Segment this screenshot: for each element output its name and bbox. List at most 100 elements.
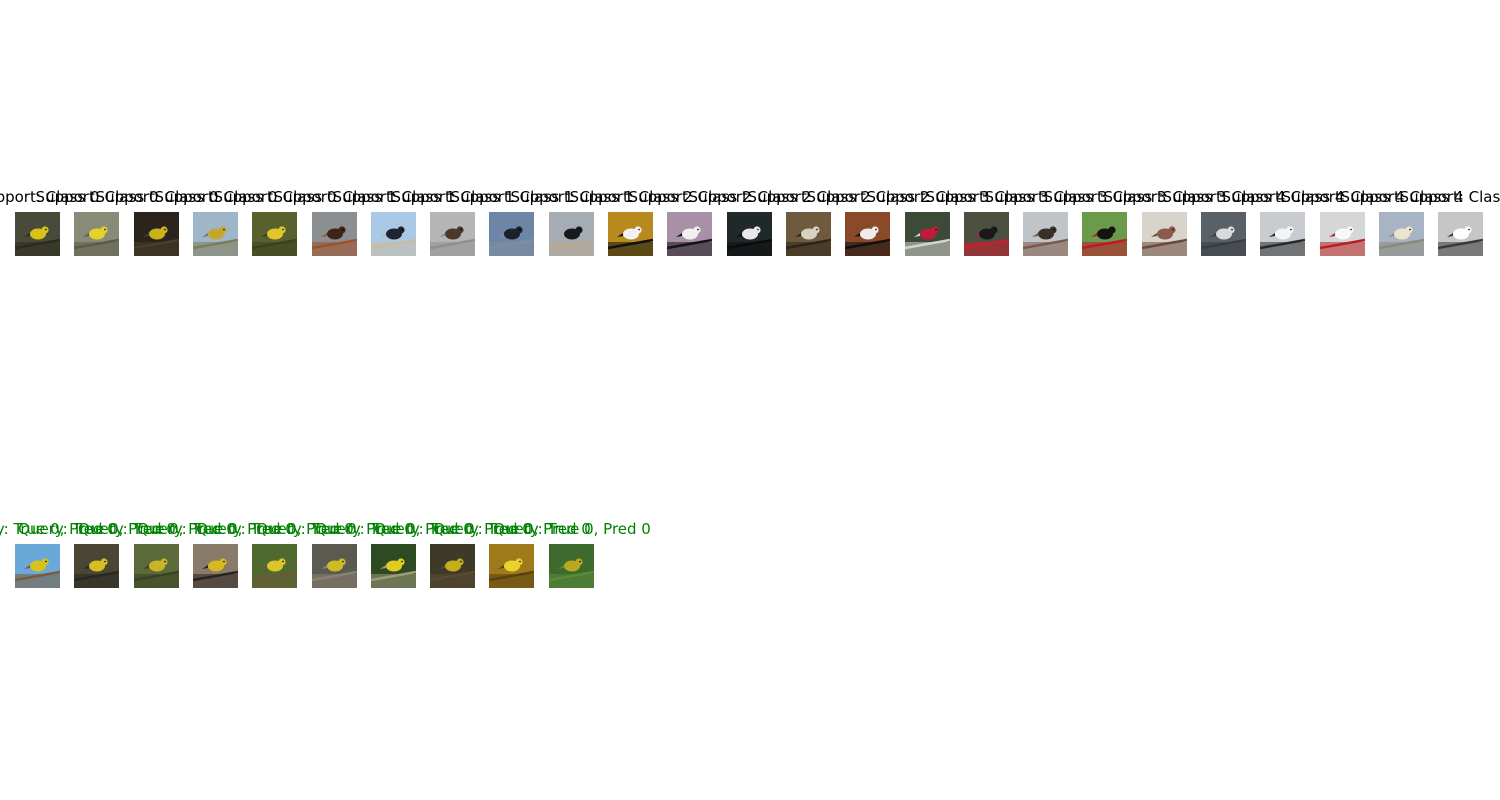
support-cell: Support: Class 4 xyxy=(1282,185,1404,275)
support-cell: Support: Class 4 xyxy=(1222,185,1344,275)
support-cell: Support: Class 3 xyxy=(1104,185,1226,275)
support-cell: Support: Class 3 xyxy=(985,185,1107,275)
yellow-warbler-photo xyxy=(134,212,179,256)
support-bird-thumbnail xyxy=(193,212,238,256)
support-cell: Support: Class 0 xyxy=(0,185,99,275)
support-caption: Support: Class 0 xyxy=(0,188,100,206)
support-cell: Support: Class 2 xyxy=(807,185,929,275)
grosbeak-photo xyxy=(964,212,1009,256)
gull-photo xyxy=(1379,212,1424,256)
support-cell: Support: Class 4 xyxy=(1341,185,1463,275)
yellow-warbler-photo xyxy=(371,544,416,588)
query-caption: Query: True 0, Pred 0 xyxy=(196,520,354,538)
woodpecker-photo xyxy=(727,212,772,256)
woodpecker-photo xyxy=(845,212,890,256)
gull-photo xyxy=(1438,212,1483,256)
yellow-warbler-photo xyxy=(252,212,297,256)
support-caption: Support: Class 2 xyxy=(806,188,930,206)
gull-photo xyxy=(1260,212,1305,256)
yellow-warbler-photo xyxy=(312,544,357,588)
query-cell: Query: True 0, Pred 0 xyxy=(374,517,532,607)
query-caption: Query: True 0, Pred 0 xyxy=(433,520,591,538)
grosbeak-photo xyxy=(1023,212,1068,256)
query-cell: Query: True 0, Pred 0 xyxy=(137,517,295,607)
support-caption: Support: Class 1 xyxy=(332,188,456,206)
support-bird-thumbnail xyxy=(667,212,712,256)
yellow-warbler-photo xyxy=(430,544,475,588)
support-bird-thumbnail xyxy=(1142,212,1187,256)
support-caption: Support: Class 3 xyxy=(1103,188,1227,206)
support-cell: Support: Class 3 xyxy=(926,185,1048,275)
query-bird-thumbnail xyxy=(252,544,297,588)
support-cell: Support: Class 0 xyxy=(36,185,158,275)
query-bird-thumbnail xyxy=(430,544,475,588)
support-caption: Support: Class 2 xyxy=(747,188,871,206)
query-bird-thumbnail xyxy=(371,544,416,588)
query-caption: Query: True 0, Pred 0 xyxy=(137,520,295,538)
cormorant-photo xyxy=(489,212,534,256)
support-caption: Support: Class 4 xyxy=(1221,188,1345,206)
support-bird-thumbnail xyxy=(312,212,357,256)
support-cell: Support: Class 1 xyxy=(274,185,396,275)
support-cell: Support: Class 0 xyxy=(155,185,277,275)
query-bird-thumbnail xyxy=(134,544,179,588)
support-bird-thumbnail xyxy=(1023,212,1068,256)
support-caption: Support: Class 3 xyxy=(866,188,990,206)
support-caption: Support: Class 2 xyxy=(569,188,693,206)
yellow-warbler-photo xyxy=(193,212,238,256)
support-cell: Support: Class 2 xyxy=(689,185,811,275)
support-bird-thumbnail xyxy=(1320,212,1365,256)
support-bird-thumbnail xyxy=(252,212,297,256)
query-cell: Query: True 0, Pred 0 xyxy=(493,517,651,607)
support-bird-thumbnail xyxy=(549,212,594,256)
support-caption: Support: Class 2 xyxy=(628,188,752,206)
query-bird-thumbnail xyxy=(15,544,60,588)
grosbeak-photo xyxy=(1142,212,1187,256)
support-cell: Support: Class 1 xyxy=(511,185,633,275)
support-cell: Support: Class 1 xyxy=(333,185,455,275)
support-bird-thumbnail xyxy=(1438,212,1483,256)
support-caption: Support: Class 1 xyxy=(450,188,574,206)
support-bird-thumbnail xyxy=(15,212,60,256)
support-bird-thumbnail xyxy=(134,212,179,256)
query-cell: Query: True 0, Pred 0 xyxy=(315,517,473,607)
query-cell: Query: True 0, Pred 0 xyxy=(196,517,354,607)
gull-photo xyxy=(1320,212,1365,256)
support-cell: Support: Class 4 xyxy=(1400,185,1500,275)
support-caption: Support: Class 1 xyxy=(510,188,634,206)
query-caption: Query: True 0, Pred 0 xyxy=(78,520,236,538)
support-bird-thumbnail xyxy=(371,212,416,256)
support-caption: Support: Class 0 xyxy=(213,188,337,206)
query-cell: Query: True 0, Pred 0 xyxy=(0,517,117,607)
support-caption: Support: Class 4 xyxy=(1340,188,1464,206)
yellow-warbler-photo xyxy=(15,212,60,256)
grosbeak-photo xyxy=(905,212,950,256)
yellow-warbler-photo xyxy=(134,544,179,588)
yellow-warbler-photo xyxy=(252,544,297,588)
support-cell: Support: Class 3 xyxy=(867,185,989,275)
woodpecker-photo xyxy=(786,212,831,256)
query-cell: Query: True 0, Pred 0 xyxy=(18,517,176,607)
support-bird-thumbnail xyxy=(608,212,653,256)
support-caption: Support: Class 2 xyxy=(688,188,812,206)
support-caption: Support: Class 0 xyxy=(95,188,219,206)
support-bird-thumbnail xyxy=(727,212,772,256)
support-caption: Support: Class 4 xyxy=(1281,188,1405,206)
query-bird-thumbnail xyxy=(74,544,119,588)
support-bird-thumbnail xyxy=(845,212,890,256)
woodpecker-photo xyxy=(667,212,712,256)
cormorant-photo xyxy=(312,212,357,256)
query-caption: Query: True 0, Pred 0 xyxy=(315,520,473,538)
grosbeak-photo xyxy=(1082,212,1127,256)
query-cell: Query: True 0, Pred 0 xyxy=(256,517,414,607)
query-cell: Query: True 0, Pred 0 xyxy=(78,517,236,607)
gull-photo xyxy=(1201,212,1246,256)
query-bird-thumbnail xyxy=(312,544,357,588)
yellow-warbler-photo xyxy=(549,544,594,588)
query-bird-thumbnail xyxy=(193,544,238,588)
support-bird-thumbnail xyxy=(964,212,1009,256)
yellow-warbler-photo xyxy=(489,544,534,588)
support-bird-thumbnail xyxy=(489,212,534,256)
